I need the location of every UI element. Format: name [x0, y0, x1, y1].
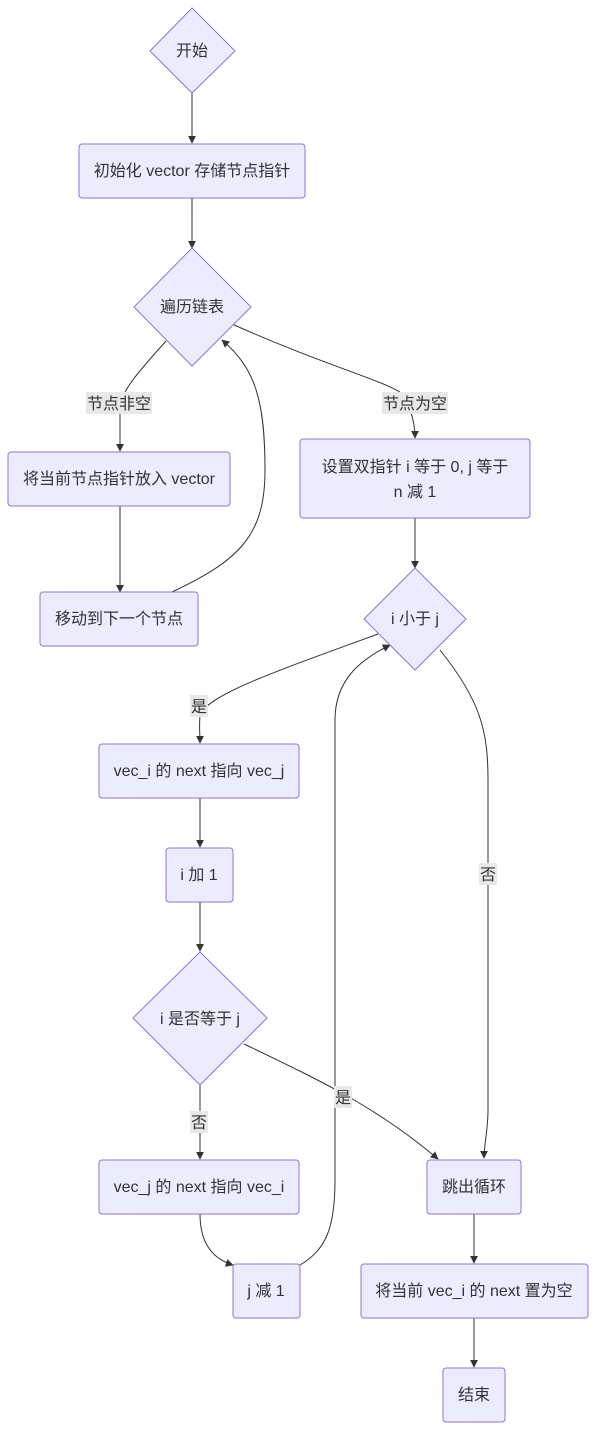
- edge-iltj-to-linkij: [195, 633, 379, 744]
- node-start-label: 开始: [176, 42, 208, 60]
- node-j-minus-1: j 减 1: [232, 1263, 301, 1319]
- node-link-j-to-i: vec_j 的 next 指向 vec_i: [98, 1159, 300, 1215]
- edge-label-yes-2-text: 是: [335, 1090, 351, 1107]
- node-i-equals-j-label: i 是否等于 j: [160, 1010, 240, 1028]
- node-traverse: 遍历链表: [133, 247, 252, 367]
- edge-labels: 节点非空 节点为空 是 否 否 是: [86, 392, 497, 1133]
- node-start: 开始: [149, 7, 236, 94]
- node-move-next: 移动到下一个节点: [39, 591, 199, 647]
- edge-label-no-2-text: 否: [191, 1115, 207, 1132]
- node-break-loop-label: 跳出循环: [442, 1178, 506, 1196]
- node-push-node: 将当前节点指针放入 vector: [7, 451, 231, 507]
- node-init-vector: 初始化 vector 存储节点指针: [78, 143, 306, 199]
- node-end-label: 结束: [458, 1386, 490, 1404]
- node-i-plus-1: i 加 1: [165, 847, 234, 903]
- nodes: 开始 初始化 vector 存储节点指针 遍历链表 将当前节点指针放入 vect…: [7, 7, 589, 1423]
- node-end: 结束: [442, 1367, 506, 1423]
- edge-label-yes-2: 是: [334, 1086, 352, 1108]
- node-init-vector-label: 初始化 vector 存储节点指针: [94, 162, 290, 180]
- edge-label-yes-1: 是: [190, 695, 208, 717]
- edge-jminus-to-iltj: [299, 644, 391, 1266]
- node-link-i-to-j-label: vec_i 的 next 指向 vec_j: [114, 762, 285, 780]
- edge-linkji-to-jminus: [199, 1213, 234, 1267]
- edge-label-no-1: 否: [479, 863, 497, 885]
- node-traverse-label: 遍历链表: [160, 298, 224, 316]
- node-i-equals-j: i 是否等于 j: [132, 951, 268, 1086]
- node-link-i-to-j: vec_i 的 next 指向 vec_j: [98, 743, 300, 799]
- node-clear-next: 将当前 vec_i 的 next 置为空: [360, 1263, 589, 1319]
- node-set-pointers-label-line2: n 减 1: [394, 483, 437, 501]
- node-i-plus-1-label: i 加 1: [180, 866, 217, 884]
- edge-label-not-empty-text: 节点非空: [87, 395, 151, 413]
- node-move-next-label: 移动到下一个节点: [55, 610, 183, 628]
- edge-traverse-to-setptr: [231, 323, 419, 439]
- node-i-less-j: i 小于 j: [363, 567, 467, 671]
- edge-label-empty-text: 节点为空: [383, 395, 447, 413]
- node-clear-next-label: 将当前 vec_i 的 next 置为空: [375, 1282, 572, 1300]
- node-i-less-j-label: i 小于 j: [391, 610, 439, 628]
- node-set-pointers-label-line1: 设置双指针 i 等于 0, j 等于: [322, 458, 509, 476]
- edge-move-to-traverse: [171, 339, 266, 593]
- edge-label-no-1-text: 否: [480, 867, 496, 884]
- node-push-node-label: 将当前节点指针放入 vector: [23, 470, 216, 488]
- node-set-pointers: 设置双指针 i 等于 0, j 等于 n 减 1: [299, 438, 531, 519]
- edge-iltj-to-break: [439, 649, 489, 1159]
- edge-label-yes-1-text: 是: [191, 699, 207, 716]
- edge-label-no-2: 否: [190, 1111, 208, 1133]
- node-link-j-to-i-label: vec_j 的 next 指向 vec_i: [114, 1178, 285, 1196]
- node-j-minus-1-label: j 减 1: [246, 1282, 284, 1300]
- edge-label-not-empty: 节点非空: [86, 392, 152, 414]
- node-break-loop: 跳出循环: [426, 1159, 522, 1215]
- edge-label-empty: 节点为空: [382, 392, 448, 414]
